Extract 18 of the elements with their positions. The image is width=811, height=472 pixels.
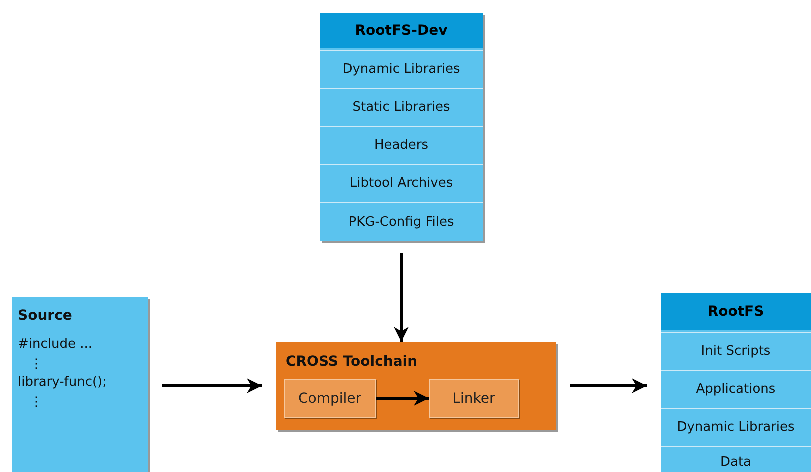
layer-stack-panel bbox=[320, 13, 483, 241]
toolchain-panel bbox=[276, 342, 556, 430]
arrow bbox=[570, 378, 647, 394]
process-box: Linker bbox=[429, 379, 519, 418]
process-box: Compiler bbox=[284, 379, 376, 418]
source-code-panel bbox=[12, 297, 148, 472]
ellipsis-mark: ⋮ bbox=[29, 358, 43, 370]
code-line: #include ... bbox=[18, 338, 93, 353]
layer-stack-panel bbox=[661, 293, 811, 472]
panel-heading: CROSS Toolchain bbox=[286, 354, 418, 370]
arrow bbox=[394, 253, 409, 342]
ellipsis-mark: ⋮ bbox=[29, 396, 43, 408]
panel-heading: RootFS bbox=[661, 293, 811, 330]
panel-heading: Source bbox=[18, 309, 72, 324]
code-line: library-func(); bbox=[18, 376, 108, 391]
arrow bbox=[162, 378, 262, 394]
panel-heading: RootFS-Dev bbox=[320, 13, 483, 48]
arrow bbox=[376, 391, 429, 406]
